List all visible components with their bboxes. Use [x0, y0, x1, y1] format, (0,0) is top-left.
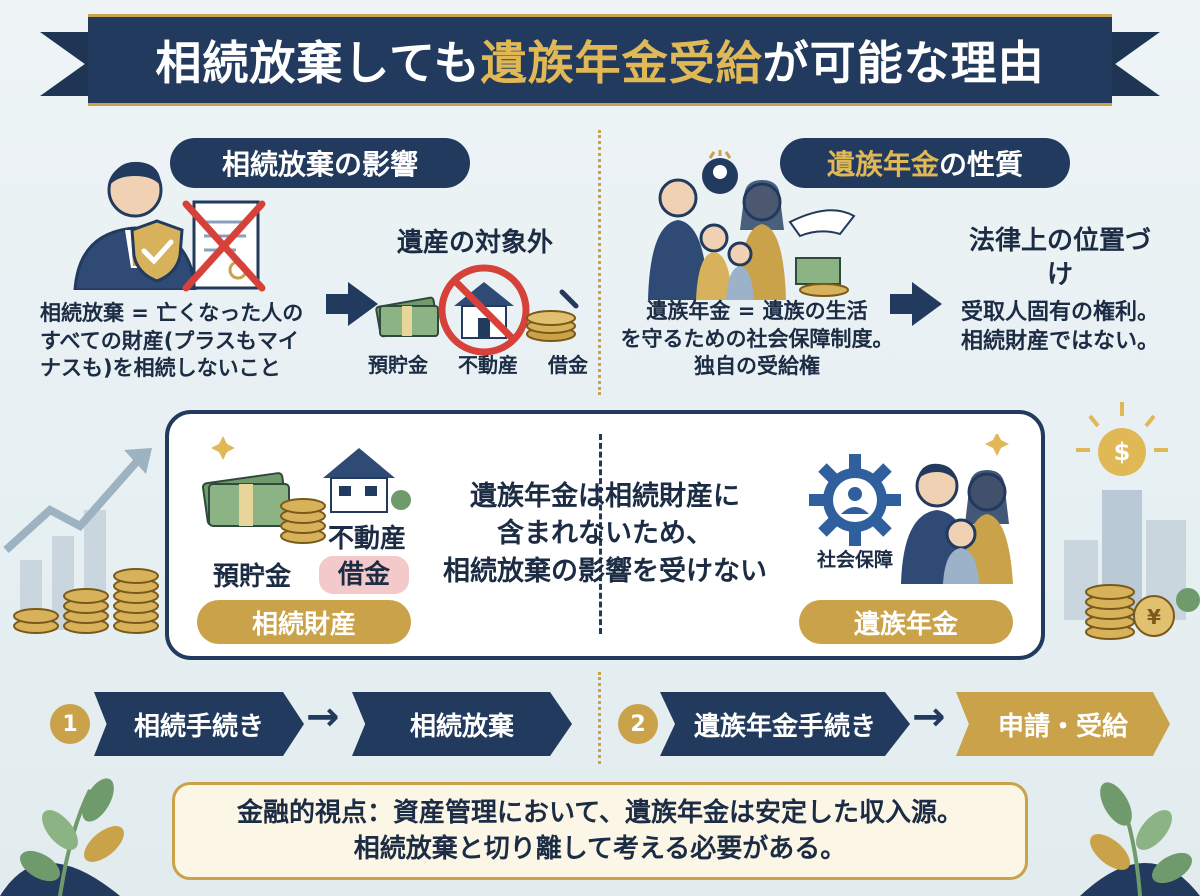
left-section-pill: 相続放棄の影響	[170, 138, 470, 188]
bottom-line-1: 金融的視点：資産管理において、遺族年金は安定した収入源。	[237, 797, 963, 828]
right-legal-text: 受取人固有の権利。 相続財産ではない。	[960, 300, 1159, 355]
banknotes-icon	[375, 296, 439, 338]
flow-arrow-icon: →	[306, 694, 340, 740]
title-banner: 相続放棄しても遺族年金受給が可能な理由	[88, 14, 1112, 106]
prohibited-house-icon	[438, 264, 530, 356]
section-divider	[598, 130, 601, 395]
center-savings-label: 預貯金	[213, 562, 292, 592]
coins-icon	[526, 289, 579, 342]
social-security-gear-icon	[809, 454, 901, 546]
crossed-document-icon	[182, 200, 266, 292]
step-inheritance-procedure: 相続手続き	[94, 692, 304, 756]
shield-check-icon	[130, 219, 184, 283]
survivor-pension-label: 遺族年金	[799, 600, 1013, 644]
family-icon	[648, 150, 856, 300]
svg-text:¥: ¥	[1147, 605, 1161, 629]
left-heading: 遺産の対象外	[396, 228, 553, 258]
right-arrow-icon	[890, 282, 942, 326]
step-renunciation: 相続放棄	[352, 692, 572, 756]
left-description: 相続放棄 = 亡くなった人の すべての財産(プラスもマイ ナスも)を相続しないこ…	[40, 301, 304, 381]
flow-divider	[598, 672, 601, 764]
bottom-line-2: 相続放棄と切り離して考える必要がある。	[353, 834, 847, 864]
step-pension-procedure: 遺族年金手続き	[660, 692, 910, 756]
step1-number: 1	[50, 704, 90, 744]
left-items-row: 預貯金 不動産 借金	[368, 353, 588, 377]
leaves-left-icon	[0, 778, 124, 896]
city-sun-icon: $ ¥	[1064, 402, 1200, 640]
growth-chart-icon	[3, 448, 159, 634]
right-description: 遺族年金 = 遺族の生活 を守るための社会保障制度。 独自の受給権	[620, 299, 894, 379]
house-icon	[323, 448, 411, 513]
center-message: 遺族年金は相続財産に 含まれないため、 相続放棄の影響を受けない	[443, 481, 767, 587]
right-section-pill: 遺族年金の性質	[780, 138, 1070, 188]
center-realestate-label: 不動産	[327, 524, 406, 554]
flow-arrow-icon: →	[912, 694, 946, 740]
social-security-label: 社会保障	[816, 549, 893, 571]
inheritance-assets-label: 相続財産	[197, 600, 411, 644]
right-heading: 法律上の位置づ け	[968, 226, 1151, 291]
center-debt-label: 借金	[319, 556, 409, 595]
page-title: 相続放棄しても遺族年金受給が可能な理由	[155, 36, 1045, 90]
savings-icon	[201, 436, 326, 544]
svg-text:$: $	[1114, 438, 1131, 466]
summary-divider	[599, 434, 602, 634]
financial-perspective-box: 金融的視点：資産管理において、遺族年金は安定した収入源。 相続放棄と切り離して考…	[172, 782, 1028, 880]
leaves-right-icon	[1080, 782, 1200, 896]
family-pension-icon	[901, 434, 1013, 584]
left-arrow-icon	[326, 282, 378, 326]
summary-box: 預貯金 不動産 借金 相続財産 遺族年金は相続財産に 含まれないため、 相続放棄…	[165, 410, 1045, 660]
step2-number: 2	[618, 704, 658, 744]
step-apply-receive: 申請・受給	[956, 692, 1170, 756]
